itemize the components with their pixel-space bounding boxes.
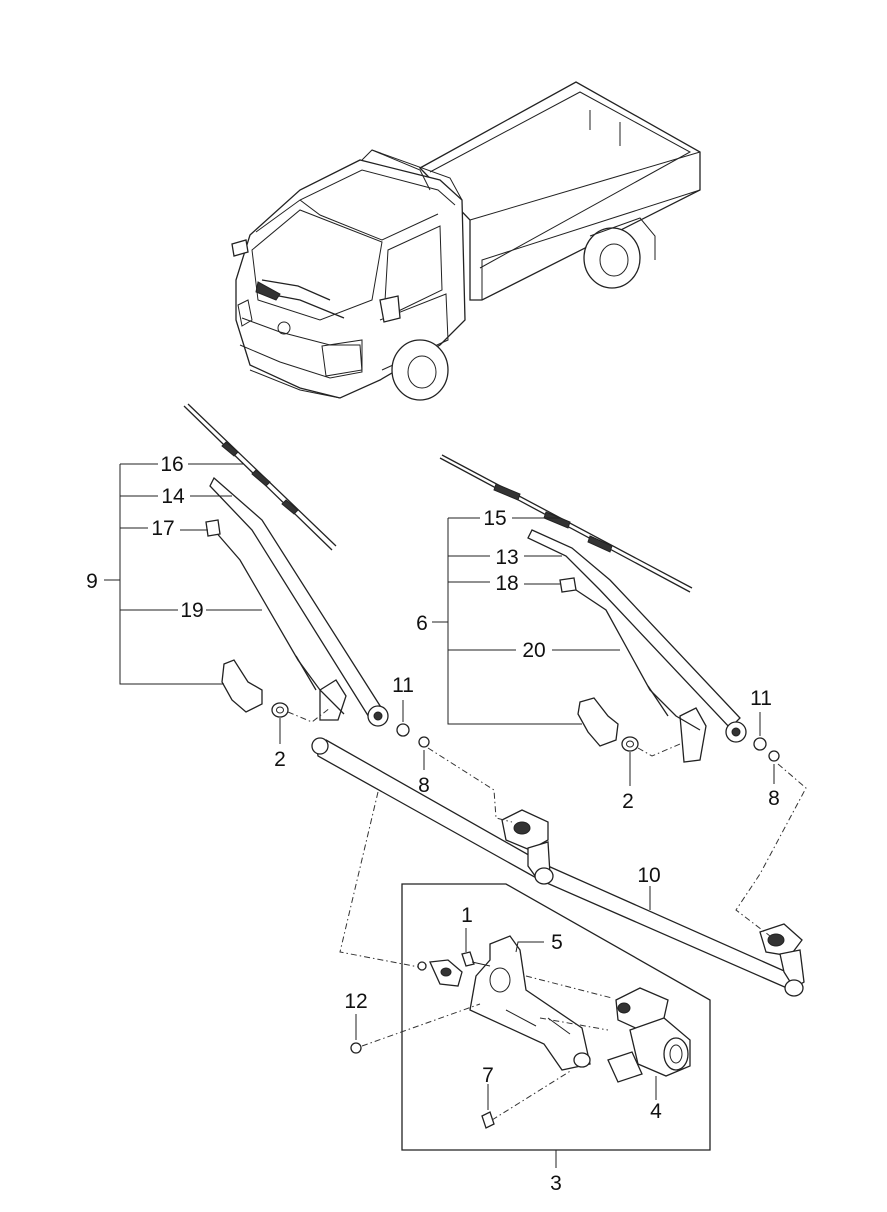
callout-12: 12 (344, 990, 367, 1013)
callout-4: 4 (650, 1100, 662, 1123)
callout-9: 9 (86, 570, 98, 593)
callout-7: 7 (482, 1064, 494, 1087)
callout-8-left: 8 (418, 774, 430, 797)
callout-5: 5 (551, 931, 563, 954)
callout-labels: 1 2 2 3 4 5 6 7 8 8 9 10 11 11 12 13 14 … (86, 453, 780, 1195)
callout-3: 3 (550, 1172, 562, 1195)
truck-illustration (231, 81, 701, 401)
callout-19: 19 (180, 599, 203, 622)
callout-20: 20 (522, 639, 545, 662)
callout-2-right: 2 (622, 790, 634, 813)
callout-1: 1 (461, 904, 473, 927)
wiper-linkage (311, 737, 807, 997)
callout-13: 13 (495, 546, 518, 569)
callout-14: 14 (161, 485, 185, 508)
leader-lines (104, 463, 775, 1168)
callout-6: 6 (416, 612, 428, 635)
motor-assembly-box (350, 883, 711, 1151)
callout-18: 18 (495, 572, 518, 595)
right-wiper-assembly (439, 454, 780, 763)
callout-11-left: 11 (392, 674, 414, 697)
callout-11-right: 11 (750, 687, 772, 710)
callout-15: 15 (483, 507, 506, 530)
left-wiper-assembly (183, 403, 430, 748)
callout-2-left: 2 (274, 748, 286, 771)
callout-8-right: 8 (768, 787, 780, 810)
callout-17: 17 (151, 517, 174, 540)
callout-16: 16 (160, 453, 183, 476)
callout-10: 10 (637, 864, 660, 887)
